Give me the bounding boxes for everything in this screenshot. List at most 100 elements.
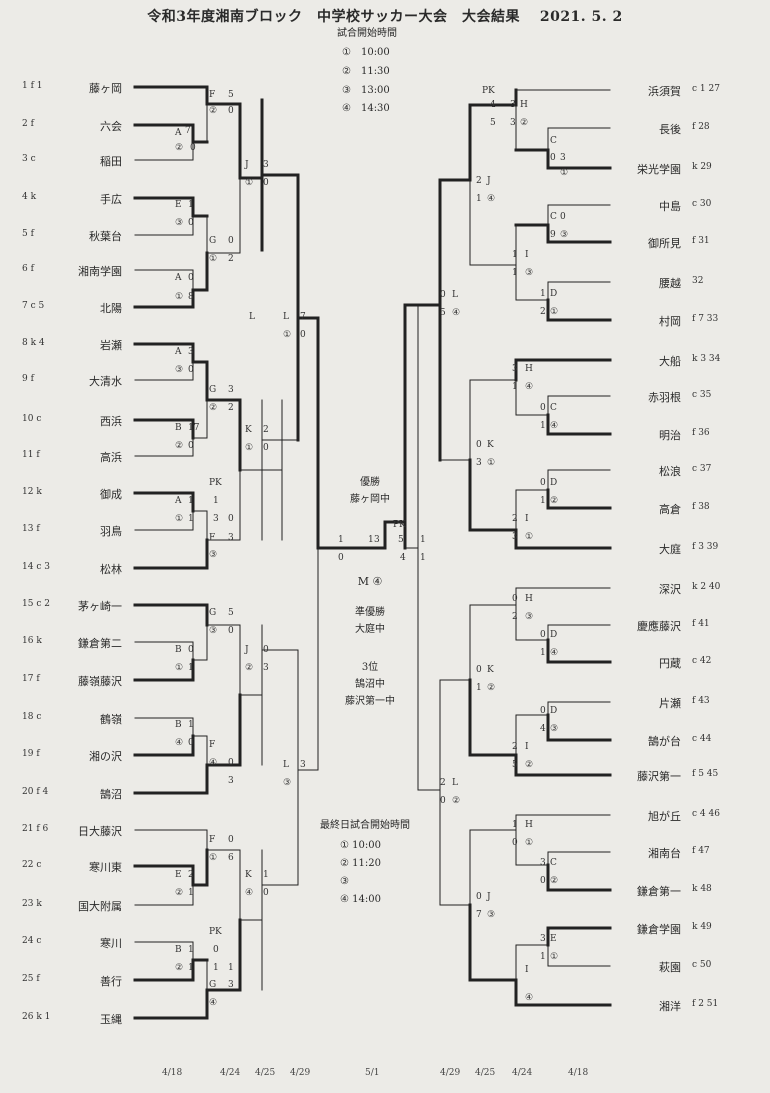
left-team-seed: 11 f [22,450,40,460]
match-marker: 0 [540,478,546,488]
round-date-right-3: 4/25 [475,1068,496,1078]
left-team-seed: 5 f [22,229,34,239]
left-team-seed: 3 c [22,154,36,164]
final-match-code: M ④ [357,575,383,588]
match-marker: 5 [512,760,518,770]
match-marker: ④ [550,648,559,658]
match-marker: ④ [245,888,254,898]
match-marker: 3 [540,858,546,868]
match-marker: 1 [476,194,482,204]
match-marker: 2 [188,870,194,880]
right-team-name: 鎌倉第一 [637,885,681,898]
left-team-name: 西浜 [100,415,122,428]
match-marker: B [175,423,182,433]
right-team-seed: f 41 [692,619,710,629]
match-marker: 1 [228,963,234,973]
schedule-header: 試合開始時間 [337,28,397,39]
match-marker: 0 [512,838,518,848]
right-team-name: 湘洋 [659,1000,681,1013]
match-marker: 0 [263,645,269,655]
right-team-seed: c 35 [692,390,712,400]
match-marker: B [175,645,182,655]
left-team-seed: 17 f [22,674,40,684]
match-marker: 0 [190,143,196,153]
match-marker: 5 [398,535,404,545]
match-marker: 0 [188,365,194,375]
match-marker: ② [550,496,559,506]
match-marker: 0 [512,594,518,604]
third-place-team-2: 藤沢第一中 [345,696,395,707]
match-marker: J [245,645,249,655]
match-marker: ① [283,330,292,340]
left-team-name: 鶴嶺 [100,713,122,726]
champion-label: 優勝 [360,477,380,488]
match-marker: 2 [512,742,518,752]
match-marker: 0 [263,443,269,453]
match-marker: ② [175,441,184,451]
left-team-name: 鎌倉第二 [78,637,122,650]
left-team-seed: 21 f 6 [22,824,49,834]
right-team-name: 大庭 [659,543,681,556]
match-marker: ① [175,663,184,673]
right-team-name: 鎌倉学園 [637,923,681,936]
match-marker: 0 [540,876,546,886]
match-marker: ② [520,118,529,128]
match-marker: ③ [560,230,569,240]
final-schedule-time-2: ② 11:20 [340,858,381,869]
match-marker: ② [487,683,496,693]
right-team-name: 慶應藤沢 [637,620,681,633]
round-date-left-1: 4/18 [162,1068,183,1078]
match-marker: 1 [188,496,194,506]
right-team-name: 片瀬 [659,697,681,710]
right-team-name: 萩園 [659,961,681,974]
match-marker: ④ [209,758,218,768]
left-team-name: 高浜 [100,451,122,464]
right-team-name: 村岡 [659,315,681,328]
right-team-seed: f 28 [692,122,710,132]
match-marker: L [283,760,289,770]
match-marker: 2 [540,307,546,317]
right-team-name: 深沢 [659,583,681,596]
right-team-seed: c 1 27 [692,84,720,94]
match-marker: A [175,496,182,506]
left-team-seed: 26 k 1 [22,1012,51,1022]
match-marker: ③ [175,218,184,228]
right-team-name: 藤沢第一 [637,770,681,783]
left-team-seed: 15 c 2 [22,599,50,609]
match-marker: 3 [512,532,518,542]
match-marker: 0 [263,178,269,188]
left-team-seed: 18 c [22,712,42,722]
match-marker: C [550,136,557,146]
match-marker: 5 [490,118,496,128]
match-marker: L [452,290,458,300]
left-team-name: 北陽 [100,302,122,315]
match-marker: 4 [540,724,546,734]
match-marker: 0 [188,273,194,283]
left-team-name: 羽鳥 [100,525,122,538]
match-marker: ③ [209,550,218,560]
match-marker: ② [175,143,184,153]
match-marker: 0 [440,290,446,300]
right-team-name: 赤羽根 [648,391,681,404]
match-marker: PK [393,520,406,530]
match-marker: 9 [550,230,556,240]
round-date-left-2: 4/24 [220,1068,241,1078]
match-marker: 0 [263,888,269,898]
match-marker: A [175,273,182,283]
left-team-seed: 22 c [22,860,42,870]
right-team-seed: c 30 [692,199,712,209]
match-marker: I [525,250,529,260]
right-team-name: 円蔵 [659,657,681,670]
left-team-name: 茅ヶ崎一 [78,600,122,613]
match-marker: 1 [213,963,219,973]
match-marker: H [525,820,533,830]
match-marker: PK [209,478,222,488]
right-team-seed: f 5 45 [692,769,719,779]
right-team-seed: k 48 [692,884,712,894]
left-team-seed: 16 k [22,636,42,646]
match-marker: ② [452,796,461,806]
match-marker: 0 [440,796,446,806]
left-team-seed: 24 c [22,936,42,946]
